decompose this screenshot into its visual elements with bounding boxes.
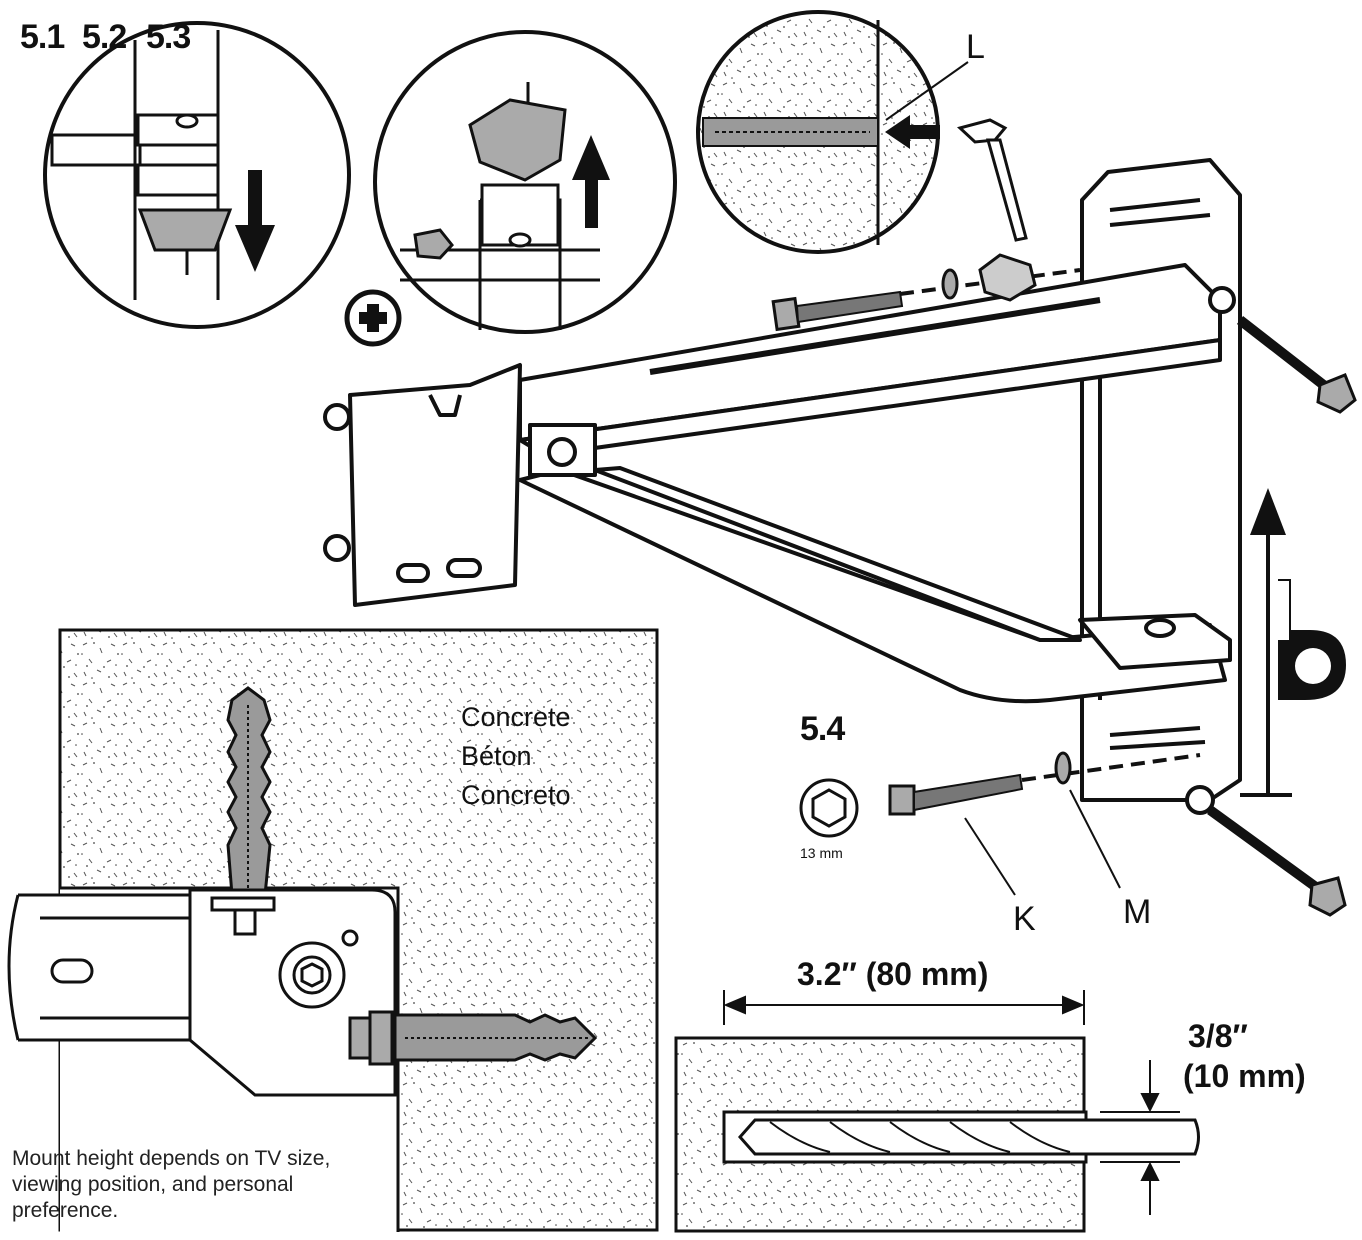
rail-plate xyxy=(7,888,397,1097)
material-fr: Béton xyxy=(461,741,532,771)
plus-icon xyxy=(344,289,402,347)
hammer-icon xyxy=(956,118,1028,242)
step-label-5-4: 5.4 xyxy=(800,710,845,748)
detail-circle-anchor-hammer xyxy=(696,10,1028,254)
socket-size-label: 13 mm xyxy=(800,845,843,861)
mount-height-arrow xyxy=(1240,488,1292,797)
wall-mount-bracket xyxy=(323,158,1242,815)
callout-k: K xyxy=(1013,900,1036,938)
material-es: Concreto xyxy=(461,780,571,810)
callout-l: L xyxy=(966,28,985,66)
mount-height-note-line-3: preference. xyxy=(12,1199,119,1222)
detail-circle-bracket-cap xyxy=(43,21,351,329)
mount-height-note-line-1: Mount height depends on TV size, xyxy=(12,1147,331,1170)
drill-diameter-mm-label: (10 mm) xyxy=(1183,1058,1306,1094)
lag-bolt-right-upper xyxy=(1236,316,1357,414)
hex-socket-icon xyxy=(799,778,859,838)
detail-circle-cap-attach xyxy=(373,30,677,334)
callout-m: M xyxy=(1123,893,1152,931)
drill-depth-label: 3.2″ (80 mm) xyxy=(797,956,989,992)
lag-bolt-k xyxy=(888,753,1201,816)
anchor-vertical xyxy=(226,686,272,897)
arrow-down-icon xyxy=(235,170,275,272)
lag-bolt-right-lower xyxy=(1207,805,1347,917)
diameter-dimension xyxy=(1100,1060,1180,1215)
mount-height-note-line-2: viewing position, and personal xyxy=(12,1173,294,1196)
arrow-up-icon xyxy=(572,135,610,228)
tv-height-icon xyxy=(1278,630,1346,700)
step-label-5-3: 5.3 xyxy=(146,18,191,56)
lag-bolt-upper xyxy=(771,253,1081,332)
step-label-5-2: 5.2 xyxy=(82,18,127,56)
washer-m xyxy=(1054,751,1072,785)
depth-dimension xyxy=(723,990,1085,1025)
leader-m xyxy=(1069,789,1121,889)
leader-k xyxy=(964,817,1016,896)
drill-diameter-in-label: 3/8″ xyxy=(1188,1018,1248,1054)
step-label-5-1: 5.1 xyxy=(20,18,65,56)
material-en: Concrete xyxy=(461,702,571,732)
drill-bit xyxy=(737,1118,1200,1156)
anchor-horizontal xyxy=(348,1010,598,1066)
